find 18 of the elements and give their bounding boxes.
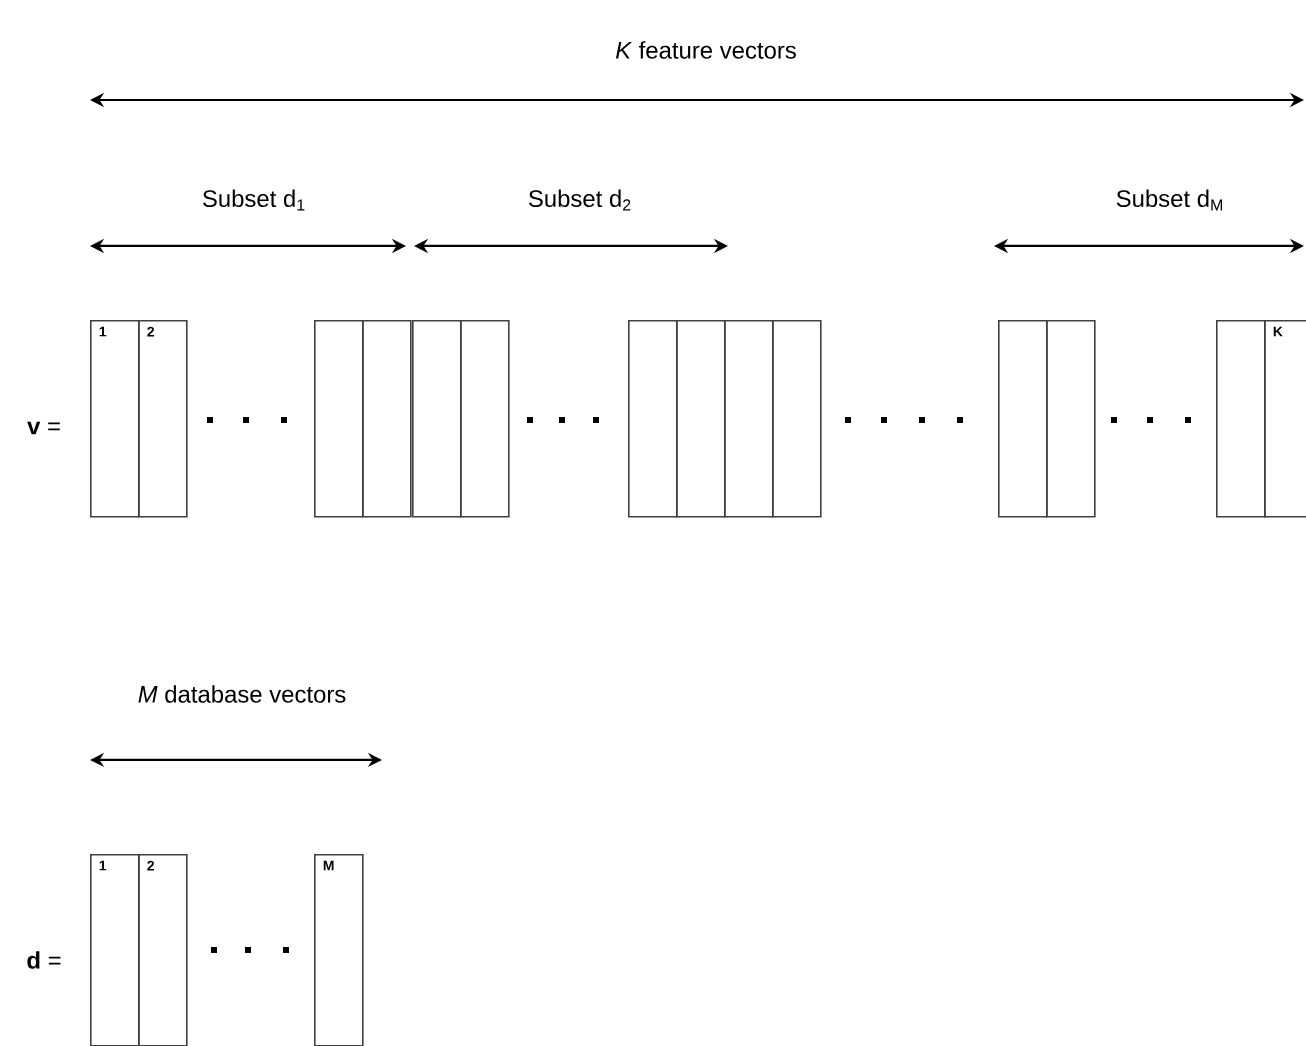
dimension-label: Subset d$_{M}$ (1116, 189, 1223, 211)
dimension-label: M database vectors (138, 685, 346, 703)
dimension-label: Subset d$_{1}$ (203, 189, 305, 211)
vector-cell (628, 319, 678, 518)
dimension-label: K feature vectors (615, 41, 796, 59)
vector-cell (314, 319, 364, 518)
dimension-label: Subset d$_{2}$ (529, 189, 631, 211)
vector-cell (1046, 319, 1096, 518)
dimension-label: v = (27, 421, 60, 435)
vector-cell (676, 319, 726, 518)
vector-cell (998, 319, 1048, 518)
dimension-label: d = (27, 951, 61, 969)
vector-cell (362, 319, 412, 518)
vector-cell (772, 319, 822, 518)
vector-cell (1216, 319, 1266, 518)
vector-cell (724, 319, 774, 518)
vector-cell (412, 319, 462, 518)
vector-cell (460, 319, 510, 518)
